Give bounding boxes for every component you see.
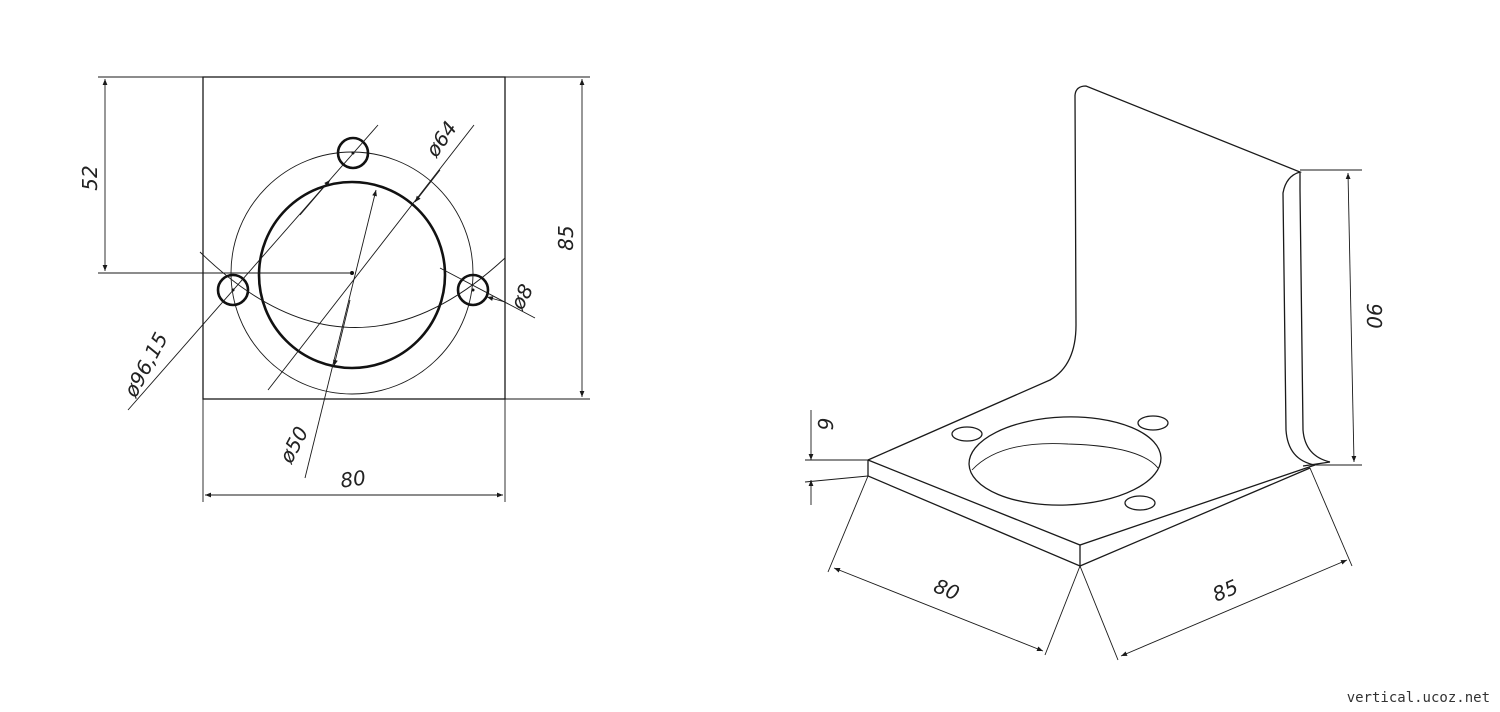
iso-dim-80-line [833, 567, 1044, 652]
dim-d64-leader [267, 124, 475, 391]
iso-dim-85-label: 85 [1209, 575, 1242, 607]
iso-hole-3 [1124, 495, 1156, 511]
center-mark [350, 271, 354, 275]
dim-d8-label: ø8 [505, 280, 538, 314]
dim-d50-arrow [333, 299, 351, 367]
dim-80-label: 80 [339, 465, 368, 492]
dim-d96-leader [127, 124, 379, 411]
iso-hole-1 [951, 426, 983, 442]
iso-bore-inner [971, 443, 1159, 471]
dim-d50-label: ø50 [274, 422, 313, 467]
dim-d50-leader [304, 189, 377, 479]
iso-dim-90-label: 90 [1362, 303, 1386, 328]
bracket-bend-left [867, 94, 1077, 461]
bracket-vertical-thickness [1299, 172, 1331, 463]
dim-d8-leader [439, 267, 536, 319]
iso-dim-80-ext-left [827, 475, 869, 573]
iso-dim-80-label: 80 [930, 574, 963, 606]
front-view: 52 85 80 ø64 ø8 ø96,15 ø50 [78, 76, 590, 502]
mounting-hole-left [216, 273, 250, 307]
main-bore [257, 180, 447, 370]
iso-dim-85-ext-left [1079, 565, 1119, 661]
iso-dim-90-line [1345, 172, 1357, 463]
center-mark-right [471, 288, 475, 292]
iso-dim-9-label: 9 [814, 418, 838, 431]
iso-dim-9-ext-bottom [804, 475, 869, 483]
iso-bore-outer [968, 416, 1162, 506]
mounting-hole-top [336, 136, 370, 170]
dim-d96-label: ø96,15 [118, 328, 172, 402]
dim-52-label: 52 [78, 165, 102, 190]
bracket-base-thickness [867, 460, 1331, 567]
dim-d64-label: ø64 [420, 117, 462, 162]
iso-hole-2 [1137, 415, 1169, 431]
mounting-hole-right [456, 273, 490, 307]
iso-dim-80-ext-right [1044, 565, 1081, 656]
plate-outline [202, 76, 506, 400]
dim-d96-arrow [299, 179, 331, 216]
iso-view: 9 90 80 85 [804, 85, 1386, 661]
bracket-vertical-face [1074, 85, 1316, 466]
dim-d64-arrow [414, 169, 441, 203]
dim-d8-arrow [486, 296, 506, 303]
watermark-text: vertical.ucoz.net [1346, 690, 1490, 706]
dim-85-label: 85 [554, 225, 578, 250]
hole-arc [199, 251, 506, 328]
iso-dim-85-line [1120, 559, 1348, 657]
iso-dim-85-ext-right [1309, 467, 1353, 567]
